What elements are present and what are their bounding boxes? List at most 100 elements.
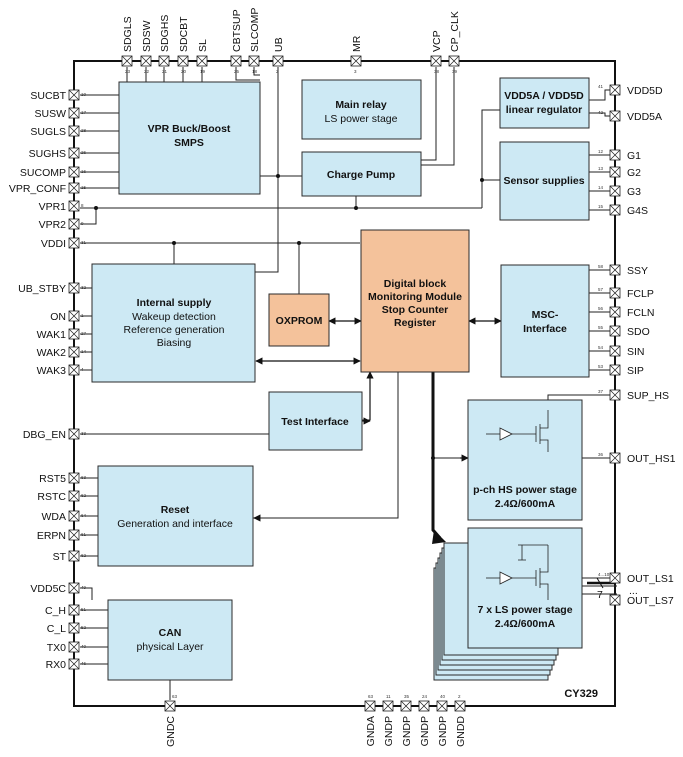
pin-label-wak1: WAK1 xyxy=(37,329,67,341)
pin-label-gndp: GNDP xyxy=(401,716,413,746)
pin-left-c-l xyxy=(68,622,80,634)
pin-top-cp-clk xyxy=(448,55,460,67)
reset-line-1: Reset xyxy=(161,504,190,516)
pin-top-sdgls xyxy=(121,55,133,67)
reset-line-2: Generation and interface xyxy=(117,518,233,530)
pin-label-cbtsup: CBTSUP xyxy=(231,9,243,52)
pin-number: 41 xyxy=(598,84,604,89)
pin-left-wda xyxy=(68,510,80,522)
pin-number: 18 xyxy=(252,69,258,74)
pin-left-tx0 xyxy=(68,641,80,653)
pin-number: 57 xyxy=(598,287,604,292)
pin-label-susw: SUSW xyxy=(35,108,67,120)
pin-number: 2 xyxy=(458,694,461,699)
pin-label-vdd5d: VDD5D xyxy=(627,85,663,97)
bus-count-label: 7 xyxy=(597,589,603,601)
pin-label-wak3: WAK3 xyxy=(37,365,67,377)
pin-number: 1 xyxy=(81,313,84,318)
ls-line-2: 2.4Ω/600mA xyxy=(495,618,556,630)
pin-label-sup-hs: SUP_HS xyxy=(627,390,669,402)
hs-power-stage-block: p-ch HS power stage 2.4Ω/600mA xyxy=(467,399,583,521)
pin-left-vpr2 xyxy=(68,218,80,230)
pin-number: 39 xyxy=(452,69,458,74)
pin-number: 11 xyxy=(386,694,391,699)
pin-label-sdghs: SDGHS xyxy=(159,15,171,52)
pin-label-vcp: VCP xyxy=(431,30,443,52)
pin-right-ssy xyxy=(609,264,621,276)
pin-label-rx0: RX0 xyxy=(46,659,67,671)
pin-label-vpr2: VPR2 xyxy=(39,219,67,231)
internal-line-1: Internal supply xyxy=(137,297,212,309)
pin-label-gndp: GNDP xyxy=(437,716,449,746)
main-relay-block: Main relay LS power stage xyxy=(301,79,422,140)
vdd5-line-1: VDD5A / VDD5D xyxy=(504,90,584,102)
pin-number: 55 xyxy=(598,325,604,330)
pin-number: 36 xyxy=(598,452,604,457)
pin-number: 49 xyxy=(81,585,87,590)
pin-top-slcomp xyxy=(248,55,260,67)
pin-number: 15 xyxy=(598,204,604,209)
pin-label-cp-clk: CP_CLK xyxy=(449,11,461,52)
pin-number: 54 xyxy=(598,345,604,350)
pin-bottom-gndp-3 xyxy=(400,700,412,712)
pin-left-ub-stby xyxy=(68,282,80,294)
can-block: CAN physical Layer xyxy=(107,599,233,681)
pin-top-mr xyxy=(350,55,362,67)
pin-number: 62 xyxy=(81,553,87,558)
pin-label-rst5: RST5 xyxy=(39,473,66,485)
nmos-transistor-icon xyxy=(518,544,549,600)
pin-label-dbg-en: DBG_EN xyxy=(23,429,66,441)
digital-line-2: Monitoring Module xyxy=(368,291,462,303)
pin-left-sucbt xyxy=(68,89,80,101)
pin-right-fclp xyxy=(609,287,621,299)
pin-label-erpn: ERPN xyxy=(37,530,66,542)
pin-label-fcln: FCLN xyxy=(627,307,654,319)
sensor-supplies-block: Sensor supplies xyxy=(499,141,590,221)
pin-left-on xyxy=(68,310,80,322)
pin-label-wda: WDA xyxy=(42,511,67,523)
pin-label-ssy: SSY xyxy=(627,265,648,277)
pin-top-cbtsup xyxy=(230,55,242,67)
pin-number: 51 xyxy=(81,607,87,612)
pin-left-dbg-en xyxy=(68,428,80,440)
pin-label-gndp: GNDP xyxy=(383,716,395,746)
pin-label-g1: G1 xyxy=(627,150,641,162)
pin-label-g4s: G4S xyxy=(627,205,648,217)
msc-interface-block: MSC- Interface xyxy=(500,264,590,378)
ls-power-stage-block: 7 x LS power stage 2.4Ω/600mA xyxy=(467,527,583,649)
pin-bottom-gndc-0 xyxy=(164,700,176,712)
pin-bottom-gnda-1 xyxy=(364,700,376,712)
pin-label-sip: SIP xyxy=(627,365,644,377)
pin-number: 17 xyxy=(81,110,87,115)
pin-top-sdsw xyxy=(140,55,152,67)
oxprom-block: OXPROM xyxy=(268,293,330,347)
vpr-line-1: VPR Buck/Boost xyxy=(148,123,231,135)
pin-number: 2 xyxy=(276,69,279,74)
pin-left-sucomp xyxy=(68,166,80,178)
internal-line-4: Biasing xyxy=(157,337,192,349)
pin-number: 42 xyxy=(598,110,604,115)
ls-power-stage-stack: 7 x LS power stage 2.4Ω/600mA xyxy=(433,527,583,681)
pin-left-vpr-conf xyxy=(68,182,80,194)
vdd5-block: VDD5A / VDD5D linear regulator xyxy=(499,77,590,129)
pin-number: 31 xyxy=(81,240,87,245)
pin-number: 26 xyxy=(81,150,87,155)
pin-number: 4 xyxy=(81,367,84,372)
pin-top-vcp xyxy=(430,55,442,67)
pin-number: 61 xyxy=(81,532,87,537)
pin-number: 21 xyxy=(162,69,168,74)
pin-label-gndc: GNDC xyxy=(165,716,177,747)
pin-label-out-ls7: OUT_LS7 xyxy=(627,595,674,607)
digital-line-3: Stop Counter xyxy=(382,304,449,316)
pin-label-mr: MR xyxy=(351,35,363,52)
pin-left-st xyxy=(68,550,80,562)
pin-label-vpr-conf: VPR_CONF xyxy=(9,183,66,195)
reset-block: Reset Generation and interface xyxy=(97,465,254,567)
pin-label-sucbt: SUCBT xyxy=(30,90,66,102)
pin-label-fclp: FCLP xyxy=(627,288,654,300)
pin-number: 23 xyxy=(125,69,131,74)
pin-right-sup-hs xyxy=(609,389,621,401)
pin-label-sdsw: SDSW xyxy=(141,20,153,52)
pin-number: 64 xyxy=(81,513,87,518)
pin-number: 37 xyxy=(598,389,604,394)
